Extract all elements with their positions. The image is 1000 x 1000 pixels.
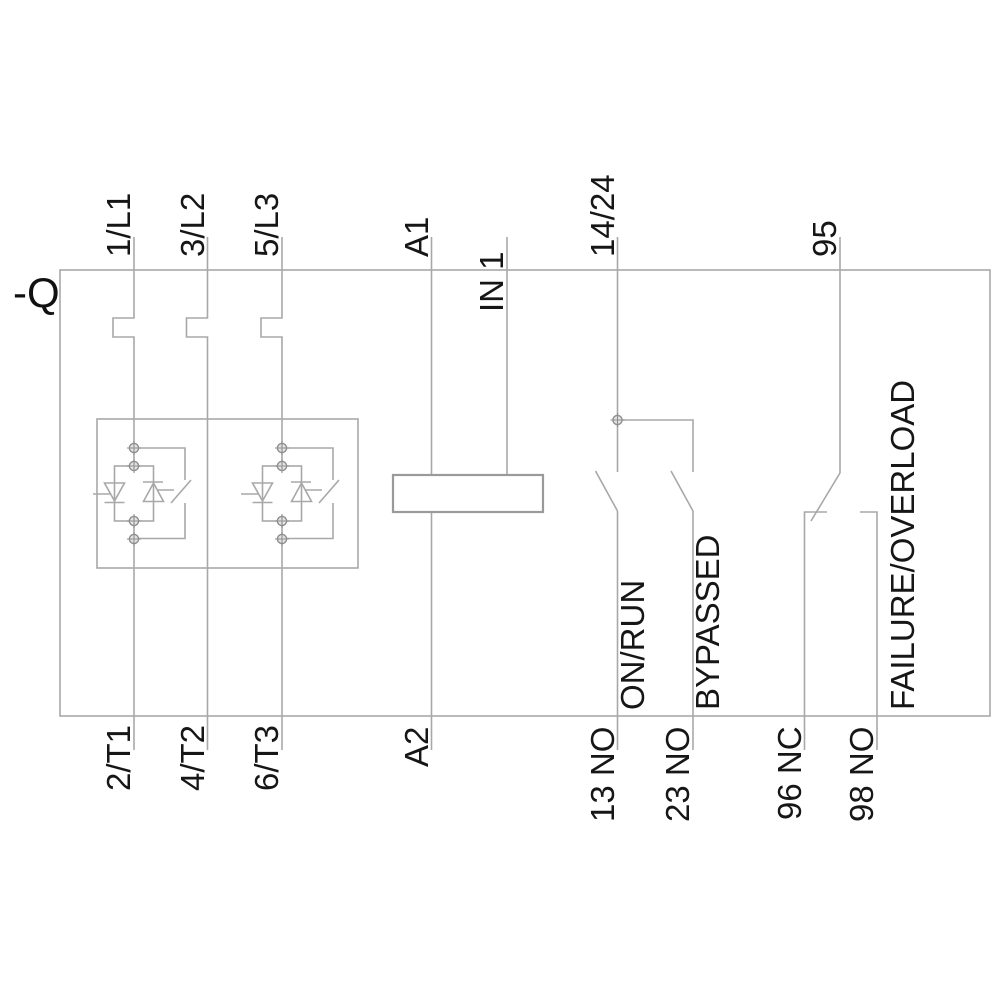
state-label-failure-overload: FAILURE/OVERLOAD (884, 379, 921, 710)
terminal-label-23no: 23 NO (659, 726, 696, 822)
phase-line-l1 (112, 237, 135, 750)
terminal-label-6t3: 6/T3 (248, 724, 285, 791)
thyristor-module-icon (241, 447, 340, 540)
aux-contact-on-run (594, 237, 619, 750)
terminal-junction-symbols (127, 413, 625, 546)
terminal-label-4t2: 4/T2 (173, 724, 211, 791)
state-label-on-run: ON/RUN (613, 579, 651, 710)
thyristor-section-box (96, 418, 359, 569)
terminal-label-95: 95 (806, 220, 843, 257)
terminal-label-a2: A2 (397, 726, 435, 767)
control-coil-circuit (391, 237, 545, 750)
changeover-contact-failure (803, 237, 878, 750)
terminal-label-96nc: 96 NC (770, 726, 808, 820)
terminal-label-3l2: 3/L2 (173, 192, 211, 257)
terminal-label-13no: 13 NO (583, 726, 621, 822)
terminal-label-in1: IN 1 (473, 251, 510, 312)
terminal-label-1l1: 1/L1 (100, 192, 137, 257)
terminal-label-5l3: 5/L3 (248, 192, 285, 257)
terminal-label-98no: 98 NO (843, 726, 880, 822)
state-label-bypassed: BYPASSED (689, 534, 726, 710)
terminal-label-a1: A1 (397, 216, 435, 257)
phase-line-l3 (260, 237, 283, 750)
device-designation-label: -Q (13, 269, 60, 316)
terminal-label-14-24: 14/24 (583, 174, 621, 257)
aux-contact-bypassed (617, 419, 694, 750)
phase-line-l2 (185, 237, 209, 750)
terminal-label-2t1: 2/T1 (100, 724, 137, 791)
thyristor-module-icon (93, 447, 192, 540)
device-enclosure-outline (59, 269, 991, 717)
